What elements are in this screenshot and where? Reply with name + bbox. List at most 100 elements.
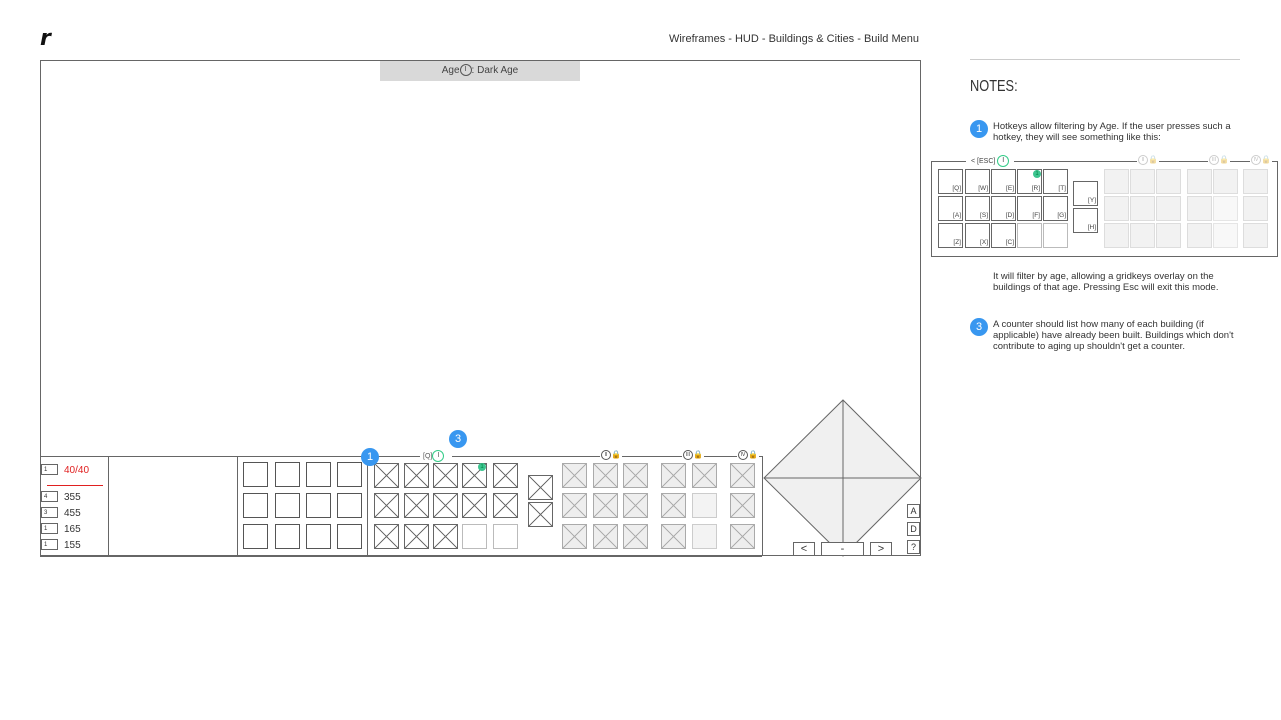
locked-building-slot bbox=[1130, 223, 1155, 248]
command-slot[interactable] bbox=[243, 493, 268, 518]
building-slot[interactable] bbox=[404, 524, 429, 549]
command-slot[interactable] bbox=[306, 493, 331, 518]
notes-heading: NOTES: bbox=[970, 78, 1018, 95]
notes-divider bbox=[970, 59, 1240, 60]
building-slot[interactable] bbox=[433, 493, 458, 518]
minimap-side-button-a[interactable]: A bbox=[907, 504, 920, 518]
command-slot[interactable] bbox=[275, 462, 300, 487]
hotkey-cell[interactable]: [F] bbox=[1017, 196, 1042, 221]
divider bbox=[367, 456, 368, 555]
building-slot[interactable] bbox=[374, 493, 399, 518]
hotkey-cell[interactable]: [X] bbox=[965, 223, 990, 248]
hotkey-cell[interactable]: [S] bbox=[965, 196, 990, 221]
hotkey-cell[interactable]: [E] bbox=[991, 169, 1016, 194]
population-bar bbox=[47, 485, 103, 486]
locked-building-slot bbox=[1156, 196, 1181, 221]
wood-icon: 3 bbox=[41, 507, 58, 518]
locked-building-slot bbox=[593, 463, 618, 488]
locked-building-slot bbox=[730, 493, 755, 518]
command-slot[interactable] bbox=[337, 524, 362, 549]
hotkey-cell[interactable]: [H] bbox=[1073, 208, 1098, 233]
lock-icon: 🔒 bbox=[1219, 155, 1229, 164]
build-hotkey-label: [Q]I bbox=[423, 450, 445, 462]
building-slot[interactable] bbox=[493, 463, 518, 488]
hotkey-cell[interactable] bbox=[1017, 223, 1042, 248]
building-slot[interactable] bbox=[433, 463, 458, 488]
building-slot[interactable] bbox=[374, 524, 399, 549]
hotkey-cell[interactable]: [Q] bbox=[938, 169, 963, 194]
note-1-badge: 1 bbox=[970, 120, 988, 138]
locked-building-slot bbox=[730, 463, 755, 488]
age-lock-II: II🔒 bbox=[600, 450, 622, 461]
building-slot[interactable] bbox=[493, 493, 518, 518]
hotkey-cell[interactable]: [W] bbox=[965, 169, 990, 194]
hotkey-cell[interactable] bbox=[1043, 223, 1068, 248]
lock-icon: 🔒 bbox=[1148, 155, 1158, 164]
hotkey-cell[interactable]: [Z] bbox=[938, 223, 963, 248]
building-slot[interactable] bbox=[374, 463, 399, 488]
empty-slot bbox=[462, 524, 487, 549]
resource-value: 355 bbox=[64, 492, 81, 503]
hotkey-cell[interactable]: [R] bbox=[1017, 169, 1042, 194]
command-slot[interactable] bbox=[243, 462, 268, 487]
minimap-side-button-help[interactable]: ? bbox=[907, 540, 920, 554]
hotkey-cell[interactable]: [G] bbox=[1043, 196, 1068, 221]
building-slot[interactable] bbox=[528, 475, 553, 500]
command-slot[interactable] bbox=[337, 493, 362, 518]
locked-building-slot bbox=[661, 524, 686, 549]
game-viewport bbox=[40, 60, 921, 556]
resource-value: 455 bbox=[64, 508, 81, 519]
locked-building-slot bbox=[1213, 196, 1238, 221]
age-numeral-icon: III bbox=[683, 450, 693, 461]
minimap-prev-button[interactable]: < bbox=[793, 542, 815, 556]
lock-icon: 🔒 bbox=[693, 450, 703, 459]
locked-building-slot bbox=[1243, 223, 1268, 248]
age-one-icon: I bbox=[432, 450, 445, 462]
age-numeral-icon: III bbox=[1209, 155, 1219, 166]
command-slot[interactable] bbox=[306, 462, 331, 487]
note-3-text: A counter should list how many of each b… bbox=[993, 319, 1234, 352]
building-slot[interactable] bbox=[404, 463, 429, 488]
building-counter: 1 bbox=[478, 463, 486, 471]
hotkey-cell[interactable]: [D] bbox=[991, 196, 1016, 221]
command-slot[interactable] bbox=[306, 524, 331, 549]
command-slot[interactable] bbox=[275, 524, 300, 549]
locked-building-slot bbox=[1156, 223, 1181, 248]
hotkey-cell[interactable]: [C] bbox=[991, 223, 1016, 248]
note-badge-1: 1 bbox=[361, 448, 379, 466]
building-slot[interactable] bbox=[528, 502, 553, 527]
bottom-hud bbox=[40, 456, 762, 557]
age-numeral-icon: IV bbox=[1251, 155, 1261, 166]
command-slot[interactable] bbox=[337, 462, 362, 487]
building-slot[interactable] bbox=[462, 493, 487, 518]
locked-building-slot bbox=[623, 524, 648, 549]
hotkey-cell[interactable]: [Y] bbox=[1073, 181, 1098, 206]
age-label: Age bbox=[441, 65, 460, 76]
minimap-side-button-d[interactable]: D bbox=[907, 522, 920, 536]
age-one-icon: I bbox=[997, 155, 1010, 167]
note-3-badge: 3 bbox=[970, 318, 988, 336]
locked-building-slot bbox=[1130, 196, 1155, 221]
building-slot[interactable] bbox=[404, 493, 429, 518]
building-slot[interactable] bbox=[433, 524, 458, 549]
minimap-next-button[interactable]: > bbox=[870, 542, 892, 556]
locked-building-slot bbox=[593, 524, 618, 549]
locked-building-slot bbox=[692, 463, 717, 488]
hotkey-cell[interactable]: [A] bbox=[938, 196, 963, 221]
divider bbox=[368, 456, 420, 457]
locked-building-slot bbox=[1243, 196, 1268, 221]
note-1-text: Hotkeys allow filtering by Age. If the u… bbox=[993, 121, 1231, 143]
locked-building-slot bbox=[1104, 223, 1129, 248]
command-slot[interactable] bbox=[243, 524, 268, 549]
locked-building-slot bbox=[562, 463, 587, 488]
age-lock-III: III🔒 bbox=[682, 450, 704, 461]
minimap-center-button[interactable]: - bbox=[821, 542, 864, 556]
hotkey-cell[interactable]: [T] bbox=[1043, 169, 1068, 194]
age-lock-IV: IV🔒 bbox=[737, 450, 759, 461]
lock-icon: 🔒 bbox=[1261, 155, 1271, 164]
command-slot[interactable] bbox=[275, 493, 300, 518]
locked-building-slot bbox=[1104, 169, 1129, 194]
locked-building-slot bbox=[730, 524, 755, 549]
minimap[interactable] bbox=[762, 398, 922, 558]
